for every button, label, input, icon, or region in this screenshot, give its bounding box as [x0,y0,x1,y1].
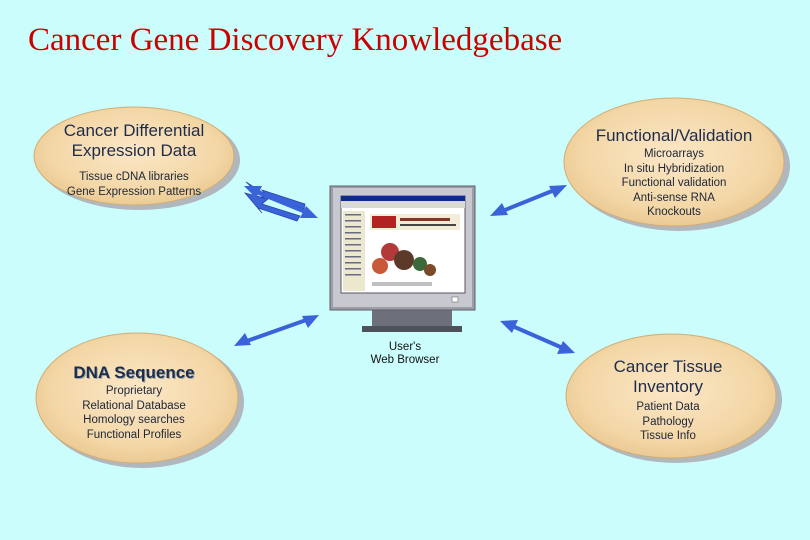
differential-heading-line-2: Expression Data [71,141,197,160]
dna-item: Relational Database [82,399,186,412]
monitor-label-line-2: Web Browser [370,354,440,366]
tissue-item: Pathology [642,415,694,428]
node-dna: DNA Sequence Proprietary Relational Data… [34,363,234,442]
computer-monitor-icon [329,185,476,332]
node-differential: Cancer Differential Expression Data Tiss… [34,121,234,199]
functional-item: Anti-sense RNA [633,191,715,204]
node-tissue: Cancer Tissue Inventory Patient Data Pat… [568,357,768,444]
functional-heading: Functional/Validation [595,126,753,145]
dna-item: Proprietary [105,385,163,397]
functional-item: Microarrays [643,148,705,160]
arrow-differential [243,181,306,222]
ellipse-tissue [565,333,782,463]
arrow-top-left [244,186,318,218]
functional-item: In situ Hybridization [623,162,725,175]
ellipse-differential [33,106,240,210]
monitor-label-line-1: User's [388,341,422,353]
tissue-item: Patient Data [636,401,700,413]
monitor-label: User's Web Browser [355,341,455,367]
ellipse-functional [563,97,790,231]
differential-item: Tissue cDNA libraries [79,171,189,183]
dna-item: Homology searches [83,414,185,426]
arrow-top-right [490,185,567,216]
functional-item: Functional validation [621,177,727,189]
tissue-item: Tissue Info [640,430,696,442]
differential-item: Gene Expression Patterns [66,185,202,198]
ellipse-dna [35,332,244,468]
arrow-bottom-left [234,315,319,346]
node-functional: Functional/Validation Microarrays In sit… [564,126,784,220]
tissue-heading-line-1: Cancer Tissue [613,357,723,376]
functional-item: Knockouts [647,206,701,218]
dna-heading: DNA Sequence [73,363,195,382]
arrow-bottom-right [500,320,575,354]
page-title: Cancer Gene Discovery Knowledgebase [28,22,563,58]
differential-heading-line-1: Cancer Differential [63,121,205,140]
dna-item: Functional Profiles [86,428,182,441]
tissue-heading-line-2: Inventory [633,377,703,396]
